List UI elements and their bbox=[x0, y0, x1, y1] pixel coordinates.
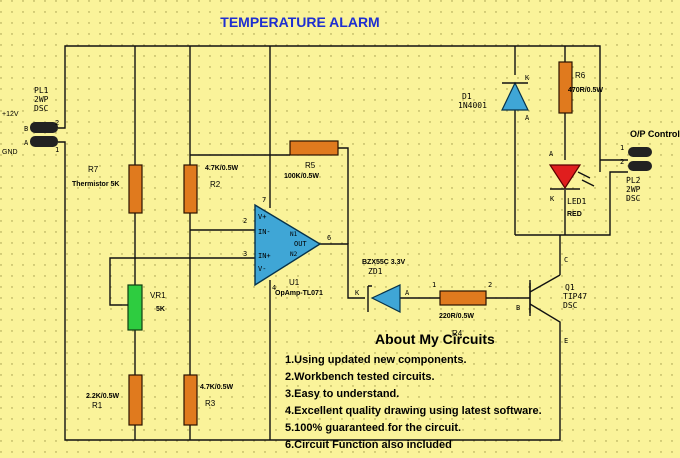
label-opamp-vplus: V+ bbox=[258, 213, 266, 221]
resistor-r6 bbox=[558, 61, 573, 114]
label-opamp-pin-6: 6 bbox=[327, 234, 331, 242]
about-item: 3.Easy to understand. bbox=[285, 388, 399, 400]
resistor-r2 bbox=[183, 164, 198, 214]
label-d1-pin-k: K bbox=[525, 74, 530, 82]
label-opamp-pin-7: 7 bbox=[262, 196, 266, 204]
label-opamp-vminus: V- bbox=[258, 265, 266, 273]
label-opamp-inminus: IN- bbox=[258, 228, 271, 236]
label-d1-ref: D1 bbox=[462, 92, 472, 101]
resistor-r5 bbox=[289, 140, 339, 156]
label-r7-val: Thermistor 5K bbox=[72, 181, 119, 188]
label-r3-ref: R3 bbox=[205, 399, 216, 408]
label-opamp-inplus: IN+ bbox=[258, 252, 271, 260]
label-vr1-ref: VR1 bbox=[150, 291, 166, 300]
label-u1-val: OpAmp-TL071 bbox=[275, 290, 323, 297]
label-r3-val: 4.7K/0.5W bbox=[200, 384, 233, 391]
label-d1-val: 1N4001 bbox=[458, 101, 487, 110]
label-pl2-title: O/P Control bbox=[630, 129, 680, 139]
label-pl1-pin-b: B bbox=[24, 125, 28, 133]
label-q1-pin-c: C bbox=[564, 256, 568, 264]
about-title: About My Circuits bbox=[375, 331, 495, 347]
label-r6-ref: R6 bbox=[575, 71, 586, 80]
label-led1-val: RED bbox=[567, 211, 582, 218]
label-q1-pin-e: E bbox=[564, 337, 568, 345]
label-r2-val: 4.7K/0.5W bbox=[205, 165, 238, 172]
resistor-r1 bbox=[128, 374, 143, 426]
label-pl2-type2: DSC bbox=[626, 194, 641, 203]
led-led1 bbox=[548, 164, 595, 190]
label-pl2-pin-2: 2 bbox=[620, 158, 624, 166]
label-r4-pin-2: 2 bbox=[488, 281, 492, 289]
about-item: 1.Using updated new components. bbox=[285, 354, 467, 366]
label-pl1-pin-1: 1 bbox=[55, 146, 59, 154]
about-item: 4.Excellent quality drawing using latest… bbox=[285, 405, 542, 417]
label-q1-ref: Q1 bbox=[565, 283, 575, 292]
about-item: 2.Workbench tested circuits. bbox=[285, 371, 435, 383]
label-r1-ref: R1 bbox=[92, 401, 103, 410]
connector-pl1 bbox=[30, 122, 58, 147]
label-r6-val: 470R/0.5W bbox=[568, 87, 603, 94]
label-pl1-ref: PL1 bbox=[34, 86, 49, 95]
label-opamp-out: OUT bbox=[294, 240, 307, 248]
label-q1-pin-b: B bbox=[516, 304, 520, 312]
diagram-title: TEMPERATURE ALARM bbox=[220, 14, 379, 30]
label-d1-pin-a: A bbox=[525, 114, 530, 122]
label-pl2-pin-1: 1 bbox=[620, 144, 624, 152]
label-opamp-pin-3: 3 bbox=[243, 250, 247, 258]
label-led1-ref: LED1 bbox=[567, 197, 586, 206]
label-r4-val: 220R/0.5W bbox=[439, 313, 474, 320]
about-section: About My Circuits 1.Using updated new co… bbox=[285, 331, 542, 451]
label-opamp-n1: N1 bbox=[290, 231, 298, 238]
label-opamp-pin-4: 4 bbox=[272, 284, 276, 292]
zener-zd1 bbox=[367, 284, 401, 313]
label-r5-ref: R5 bbox=[305, 161, 316, 170]
label-opamp-n2: N2 bbox=[290, 251, 298, 258]
connector-pl2 bbox=[628, 147, 652, 171]
wires bbox=[58, 45, 628, 441]
label-supply-gnd: GND bbox=[2, 149, 18, 156]
label-zd1-ref: ZD1 bbox=[368, 267, 383, 276]
label-pl1-pin-2: 2 bbox=[55, 119, 59, 127]
label-r4-ref: R4 bbox=[452, 329, 463, 338]
label-led1-pin-k: K bbox=[550, 195, 555, 203]
resistor-r4 bbox=[439, 290, 487, 306]
about-item: 6.Circuit Function also included bbox=[285, 439, 452, 451]
label-r7-ref: R7 bbox=[88, 165, 99, 174]
label-q1-val1: TIP47 bbox=[563, 292, 587, 301]
label-zd1-val: BZX55C 3.3V bbox=[362, 259, 406, 266]
diode-d1 bbox=[501, 81, 529, 111]
label-pl1-pin-a: A bbox=[24, 139, 29, 147]
label-opamp-pin-2: 2 bbox=[243, 217, 247, 225]
label-supply-pos: +12V bbox=[2, 111, 19, 118]
label-pl1-type1: 2WP bbox=[34, 95, 49, 104]
label-r4-pin-1: 1 bbox=[432, 281, 436, 289]
potentiometer-vr1 bbox=[127, 284, 143, 331]
about-item: 5.100% guaranteed for the circuit. bbox=[285, 422, 461, 434]
label-led1-pin-a: A bbox=[549, 150, 554, 158]
label-pl2-ref: PL2 bbox=[626, 176, 641, 185]
label-zd1-pin-k: K bbox=[355, 289, 360, 297]
label-vr1-val: 5K bbox=[156, 306, 165, 313]
label-r5-val: 100K/0.5W bbox=[284, 173, 319, 180]
label-r1-val: 2.2K/0.5W bbox=[86, 393, 119, 400]
label-pl2-type1: 2WP bbox=[626, 185, 641, 194]
label-zd1-pin-a: A bbox=[405, 289, 410, 297]
resistor-r3 bbox=[183, 374, 198, 426]
label-u1-ref: U1 bbox=[289, 278, 300, 287]
label-q1-val2: DSC bbox=[563, 301, 578, 310]
label-r2-ref: R2 bbox=[210, 180, 221, 189]
label-pl1-type2: DSC bbox=[34, 104, 49, 113]
resistor-r7 bbox=[128, 164, 143, 214]
opamp-u1 bbox=[254, 203, 322, 287]
